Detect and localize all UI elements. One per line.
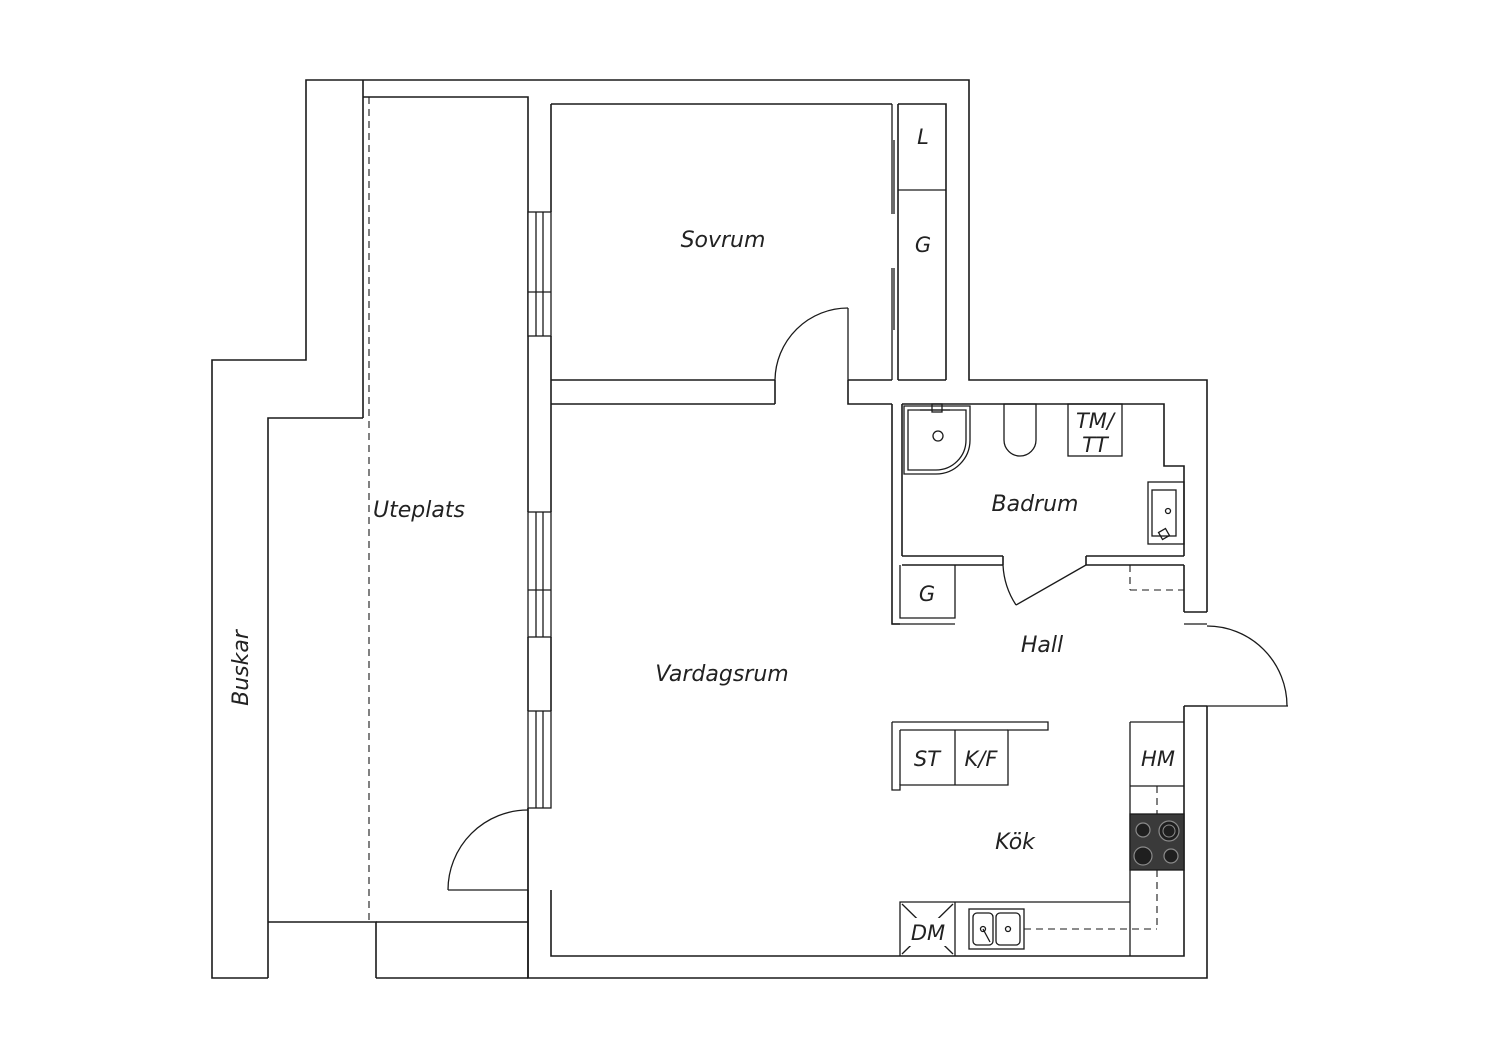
entrance-door	[1129, 565, 1288, 707]
kitchen-sink	[968, 908, 1025, 950]
fixture-label-stove-cabinet: ST	[914, 747, 942, 771]
exterior-walls	[363, 79, 1208, 979]
hall-wardrobe	[892, 565, 956, 625]
fixture-label-washer-line2: TT	[1082, 433, 1110, 457]
terrace-door	[447, 808, 529, 891]
hob	[1129, 813, 1185, 871]
terrace-area	[268, 80, 529, 979]
room-label-kok: Kök	[995, 830, 1036, 855]
room-label-uteplats: Uteplats	[373, 498, 465, 523]
room-label-hall: Hall	[1021, 633, 1063, 658]
fixture-label-washer-line1: TM/	[1076, 409, 1116, 433]
window-bedroom	[527, 211, 552, 337]
fixture-label-wardrobe-hall: G	[919, 582, 935, 606]
kitchen-island	[891, 721, 1049, 791]
fixture-label-wardrobe-bedroom: G	[915, 233, 931, 257]
bedroom-walls	[551, 307, 946, 405]
room-label-vardagsrum: Vardagsrum	[655, 662, 788, 687]
room-label-badrum: Badrum	[992, 492, 1079, 517]
area-label-buskar: Buskar	[229, 628, 254, 706]
bedroom-wardrobes	[891, 104, 946, 380]
shower	[903, 403, 971, 475]
fixture-label-linen: L	[917, 125, 929, 149]
bathroom-sink	[1147, 481, 1185, 545]
fixture-label-microwave: HM	[1141, 747, 1175, 771]
kitchen-counter-bottom	[899, 901, 1157, 956]
window-living-2	[527, 710, 552, 809]
fixture-label-dishwasher: DM	[911, 921, 945, 945]
toilet	[1003, 403, 1037, 457]
room-label-sovrum: Sovrum	[681, 228, 766, 253]
washer-dryer-box	[1067, 403, 1123, 457]
hedge-area	[211, 79, 363, 979]
window-living-1	[527, 511, 552, 638]
fixture-label-fridge: K/F	[965, 747, 999, 771]
